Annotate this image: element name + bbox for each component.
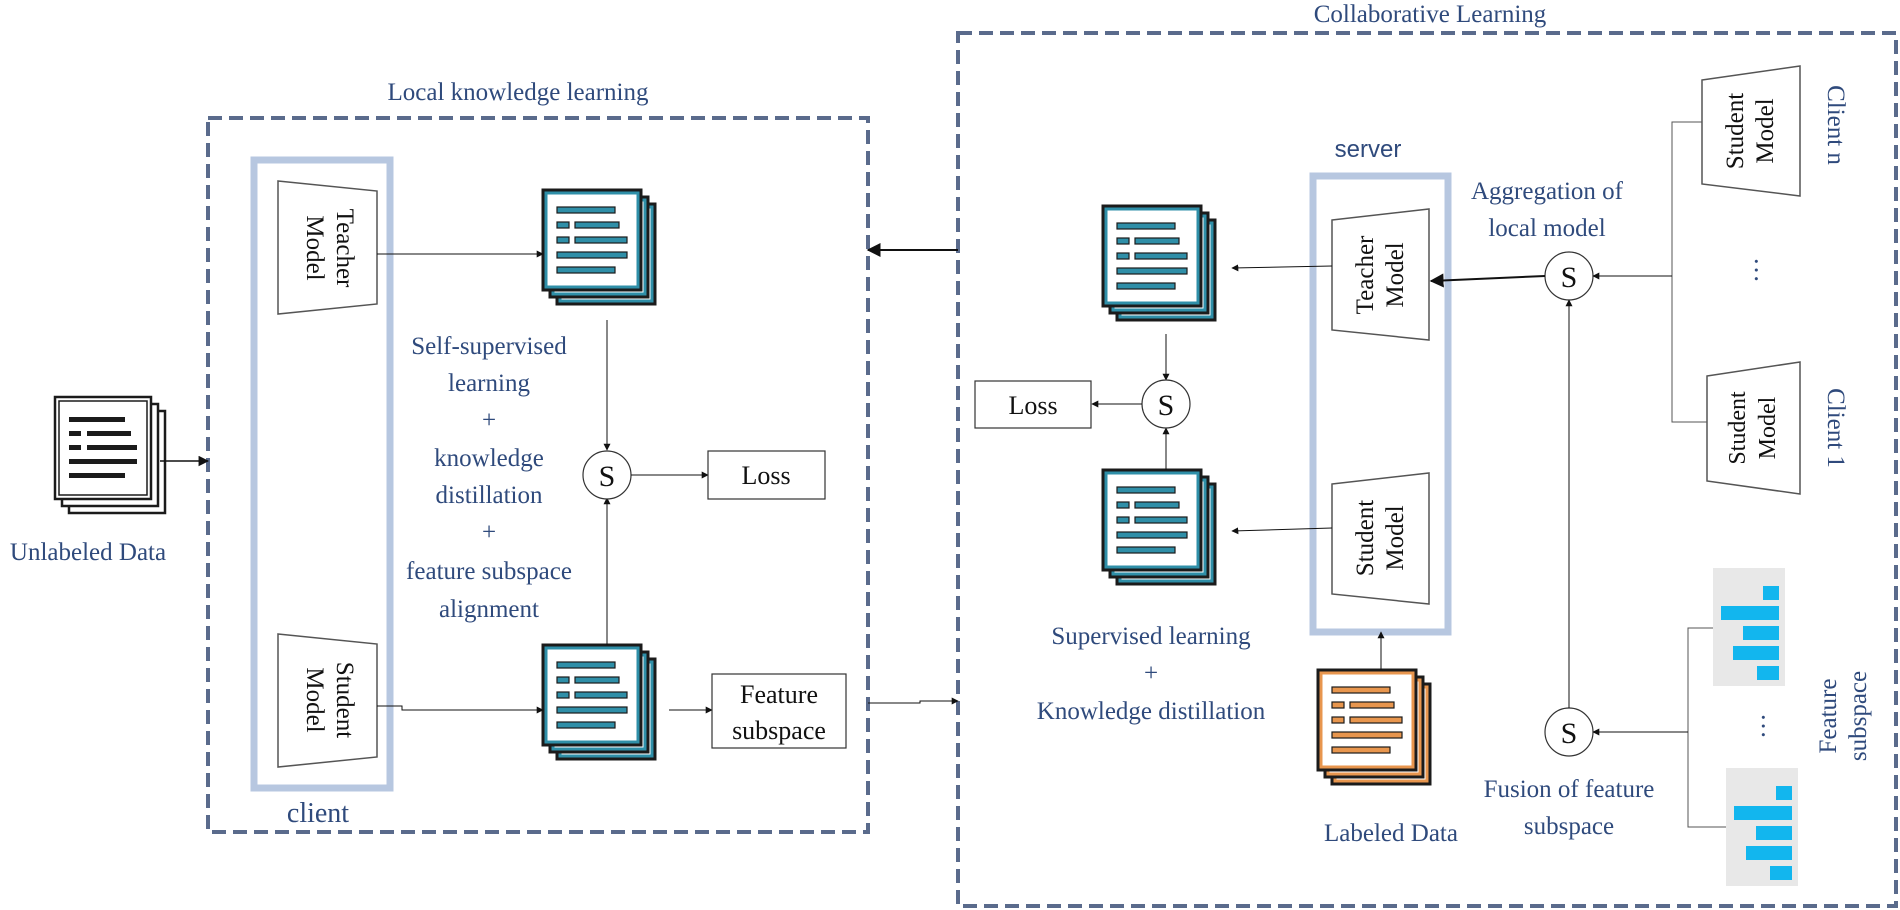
client-n-student-label-2: Model <box>1752 98 1779 163</box>
feature-chart-2-icon <box>1726 768 1798 886</box>
client-student-model <box>277 633 378 768</box>
server-student-model <box>1331 472 1430 605</box>
client-student-doc-icon <box>541 643 657 761</box>
server-student-doc-icon <box>1101 468 1217 586</box>
client-teacher-model <box>277 180 378 315</box>
fusion-sum-symbol: S <box>1561 717 1578 750</box>
local-region-border <box>206 116 870 834</box>
ssl-text-4: knowledge <box>434 445 544 472</box>
server-loss-box <box>974 380 1092 429</box>
clients-bracket <box>1671 121 1707 423</box>
client-teacher-doc-icon <box>541 188 657 306</box>
server-teacher-doc-icon <box>1101 204 1217 322</box>
client-feature-subspace-box <box>711 673 847 749</box>
unlabeled-data-icon <box>53 395 167 515</box>
server-student-label-1: Student <box>1352 500 1379 576</box>
client-label: client <box>287 798 349 829</box>
client-1-student-label-2: Model <box>1755 396 1781 459</box>
arrow-feature-to-collab <box>868 697 959 705</box>
collab-region-title: Collaborative Learning <box>1314 1 1547 28</box>
features-bracket <box>1687 627 1726 828</box>
unlabeled-data-label: Unlabeled Data <box>10 539 166 566</box>
server-loss-label: Loss <box>1008 391 1057 420</box>
aggregation-text-2: local model <box>1488 215 1605 242</box>
client-loss-box <box>707 450 826 500</box>
ssl-text-3: + <box>482 407 496 434</box>
server-label: server <box>1335 136 1402 163</box>
ssl-text-1: Self-supervised <box>411 333 567 360</box>
client-feature-label-1: Feature <box>740 680 818 709</box>
feature-subspace-label-1: Feature <box>1815 679 1842 754</box>
ssl-text-2: learning <box>448 370 530 397</box>
collab-region-border <box>956 31 1898 908</box>
feature-subspace-label-2: subspace <box>1845 671 1872 761</box>
arrow-student-to-doc <box>377 705 544 714</box>
labeled-data-icon <box>1316 668 1432 786</box>
server-teacher-label-2: Model <box>1382 242 1409 307</box>
client-feature-label-2: subspace <box>732 716 826 745</box>
ssl-text-6: + <box>482 519 496 546</box>
labeled-data-label: Labeled Data <box>1324 820 1458 847</box>
server-teacher-label-1: Teacher <box>1352 235 1379 314</box>
client-n-student-label-1: Student <box>1722 93 1749 169</box>
ssl-text-5: distillation <box>436 482 543 509</box>
client-n-label: Client n <box>1822 85 1849 165</box>
client-student-label-1: Student <box>331 662 358 738</box>
client-1-student-model <box>1706 361 1801 495</box>
supervised-text-2: + <box>1144 660 1158 687</box>
feature-chart-1-icon <box>1713 568 1785 686</box>
client-bracket <box>250 156 394 792</box>
server-teacher-model <box>1331 208 1430 341</box>
client-student-label-2: Model <box>301 667 328 732</box>
local-region-title: Local knowledge learning <box>387 79 649 106</box>
fusion-text-2: subspace <box>1524 813 1614 840</box>
client-1-label: Client 1 <box>1822 388 1849 468</box>
supervised-text-3: Knowledge distillation <box>1037 698 1266 725</box>
aggregation-sum-symbol: S <box>1561 261 1578 294</box>
arrow-server-teacher-to-doc <box>1231 264 1333 272</box>
server-sum-symbol: S <box>1158 389 1175 422</box>
arrow-aggregation-to-teacher <box>1429 273 1546 288</box>
client-n-student-model <box>1701 65 1801 197</box>
client-loss-label: Loss <box>741 461 790 490</box>
supervised-text-1: Supervised learning <box>1051 623 1251 650</box>
client-sum-symbol: S <box>599 460 616 493</box>
ssl-text-8: alignment <box>439 596 539 623</box>
client-teacher-label-2: Model <box>301 215 328 280</box>
ssl-text-7: feature subspace <box>406 558 572 585</box>
client-teacher-label-1: Teacher <box>331 209 358 288</box>
arrow-server-student-to-doc <box>1231 527 1333 535</box>
server-student-label-2: Model <box>1382 505 1409 570</box>
aggregation-text-1: Aggregation of <box>1471 178 1624 205</box>
clients-ellipsis: … <box>1749 257 1778 283</box>
fusion-text-1: Fusion of feature <box>1484 776 1655 803</box>
client-1-student-label-1: Student <box>1725 391 1751 465</box>
feature-ellipsis: … <box>1756 713 1785 739</box>
